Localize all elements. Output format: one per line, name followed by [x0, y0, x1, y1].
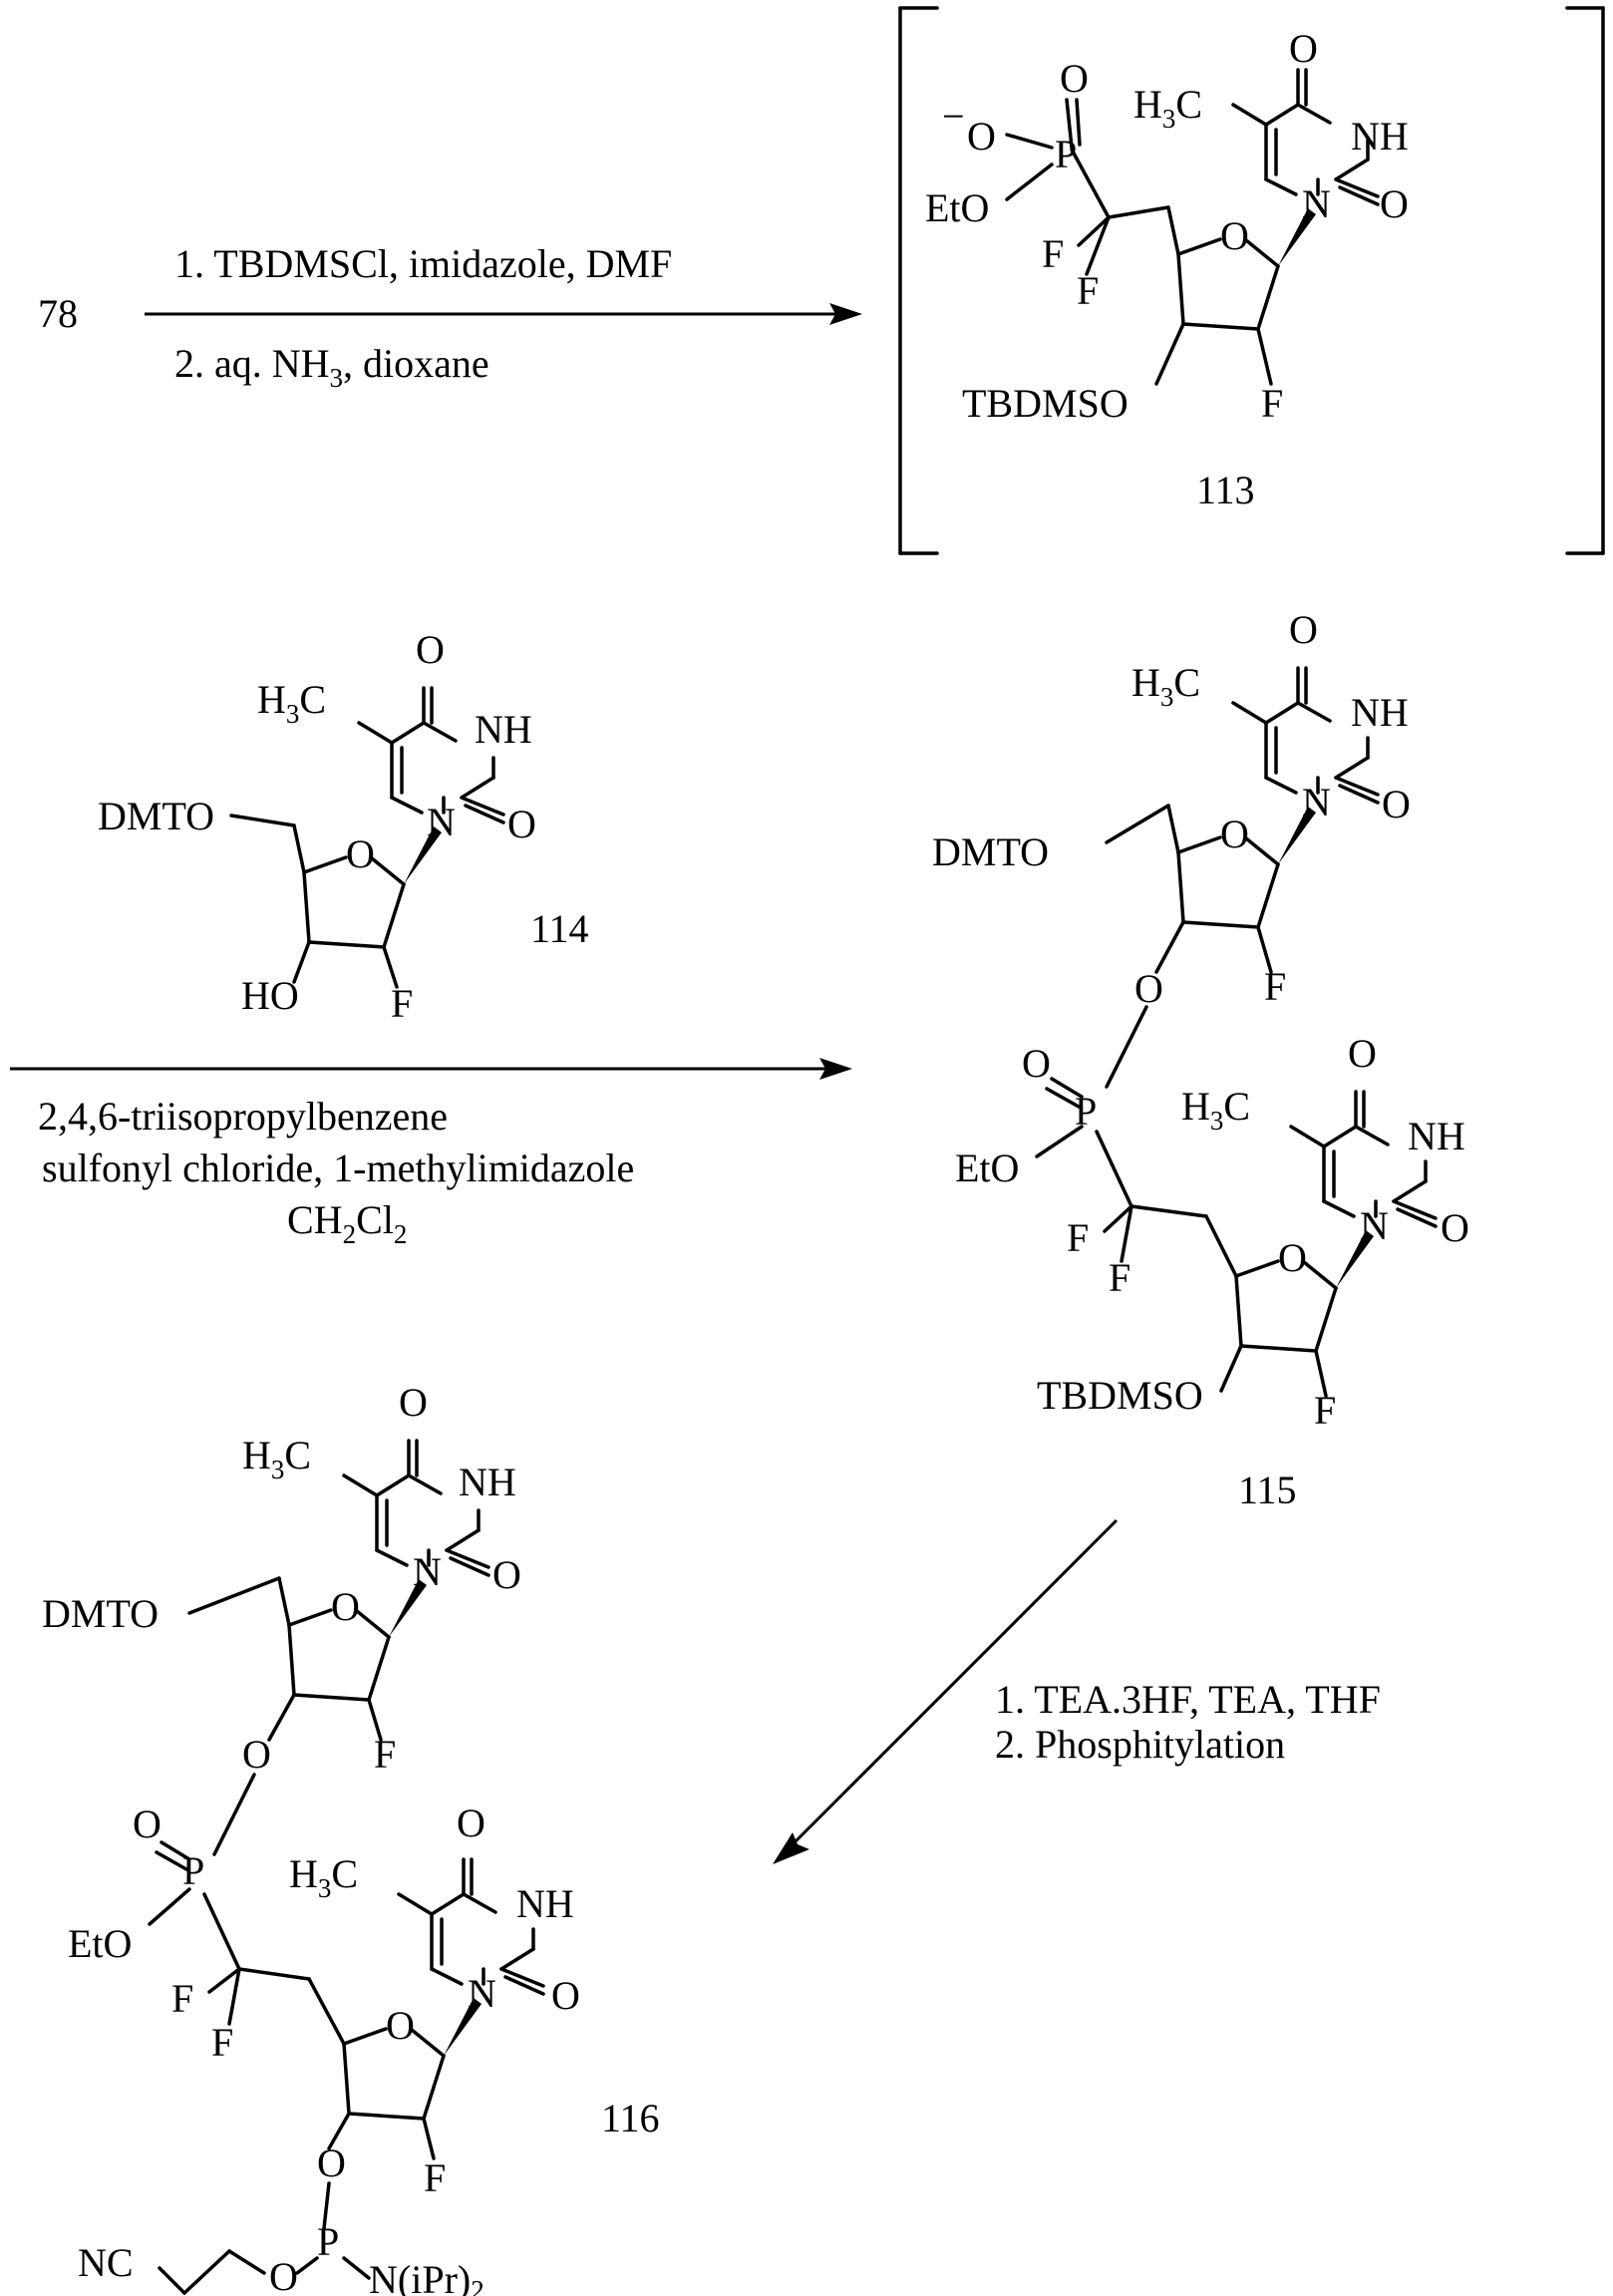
- atom-115-tbdmso: TBDMSO: [1037, 1373, 1203, 1418]
- atom-116-o2-top: O: [492, 1552, 521, 1597]
- atom-113-f2: F: [1077, 268, 1099, 313]
- atom-113-f-ring: F: [1261, 381, 1283, 426]
- atom-115-p-o: O: [1022, 1041, 1051, 1086]
- atom-115-methyl-top: H3C: [1131, 660, 1200, 712]
- atom-114-dmto: DMTO: [98, 794, 214, 838]
- compound-114-label: 114: [530, 906, 589, 951]
- atom-113-f1: F: [1042, 231, 1064, 276]
- atom-114-ho: HO: [241, 973, 299, 1018]
- atom-116-nh-top: NH: [459, 1460, 516, 1504]
- atom-116-f-bottom: F: [424, 2155, 446, 2200]
- atom-113-nh: NH: [1351, 114, 1409, 159]
- step2-line-3: CH2Cl2: [287, 1197, 407, 1249]
- atom-115-ring-o-top: O: [1220, 812, 1249, 856]
- atom-116-n1-bottom: N: [468, 1971, 496, 2016]
- atom-116-f-top: F: [374, 1732, 396, 1777]
- step3-line-2: 2. Phosphitylation: [995, 1722, 1285, 1767]
- atom-116-f2: F: [211, 2020, 233, 2065]
- atom-113-o4: O: [1289, 26, 1318, 71]
- step2-line-2: sulfonyl chloride, 1-methylimidazole: [42, 1146, 634, 1190]
- atom-116-eto: EtO: [68, 1921, 132, 1966]
- atom-116-n1-top: N: [413, 1549, 442, 1594]
- atom-116-methyl-bottom: H3C: [289, 1851, 358, 1903]
- atom-116-nc: NC: [78, 2240, 134, 2285]
- atom-115-f-top: F: [1264, 964, 1286, 1009]
- atom-115-o-link: O: [1134, 966, 1163, 1011]
- atom-113-ring-o: O: [1220, 213, 1249, 258]
- atom-115-f1: F: [1067, 1215, 1089, 1260]
- atom-116-p-o: O: [133, 1802, 161, 1846]
- step1-condition-2: 2. aq. NH3, dioxane: [174, 341, 489, 393]
- reaction-arrow-3-head: [773, 1832, 809, 1864]
- atom-115-o4-top: O: [1289, 607, 1318, 652]
- atom-113-o-top: O: [1060, 56, 1089, 101]
- atom-115-ring-o-bottom: O: [1278, 1235, 1307, 1280]
- atom-115-o2-bottom: O: [1441, 1205, 1469, 1250]
- atom-116-ring-o-top: O: [331, 1584, 360, 1629]
- atom-115-nh-top: NH: [1351, 690, 1409, 735]
- atom-113-o2: O: [1380, 181, 1409, 226]
- atom-113-p: P: [1055, 132, 1077, 176]
- compound-78-label: 78: [38, 291, 78, 336]
- atom-116-o4-bottom: O: [457, 1801, 485, 1845]
- step2-line-1: 2,4,6-triisopropylbenzene: [38, 1094, 448, 1139]
- atom-115-n1-top: N: [1302, 780, 1331, 824]
- atom-116-p-phosphite: P: [317, 2219, 339, 2264]
- atom-115-dmto: DMTO: [932, 829, 1049, 874]
- atom-115-f-bottom: F: [1314, 1388, 1336, 1433]
- atom-114-n1: N: [427, 800, 456, 844]
- atom-113-ominus-charge: −: [942, 94, 965, 139]
- atom-114-o4: O: [416, 627, 445, 672]
- atom-113-n1: N: [1302, 181, 1331, 226]
- atom-116-ring-o-bottom: O: [386, 2003, 415, 2048]
- atom-116-nh-bottom: NH: [516, 1881, 574, 1926]
- step3-line-1: 1. TEA.3HF, TEA, THF: [995, 1677, 1381, 1722]
- atom-115-methyl-bottom: H3C: [1181, 1084, 1250, 1136]
- atom-115-eto: EtO: [955, 1146, 1019, 1190]
- atom-116-o-link: O: [242, 1732, 271, 1777]
- atom-115-nh-bottom: NH: [1408, 1114, 1465, 1158]
- atom-113-eto: EtO: [925, 185, 989, 230]
- atom-114-methyl: H3C: [257, 677, 326, 729]
- atom-116-methyl-top: H3C: [242, 1433, 311, 1484]
- atom-114-f: F: [391, 981, 413, 1026]
- compound-113-label: 113: [1196, 468, 1255, 512]
- compound-115-label: 115: [1238, 1468, 1297, 1512]
- atom-115-o4-bottom: O: [1348, 1031, 1377, 1076]
- atom-116-niPr2: N(iPr)2: [369, 2257, 484, 2296]
- step1-condition-1: 1. TBDMSCl, imidazole, DMF: [174, 241, 672, 286]
- atom-113-tbdmso: TBDMSO: [962, 381, 1129, 426]
- atom-116-o4-top: O: [399, 1380, 428, 1425]
- atom-116-o2-bottom: O: [551, 1973, 580, 2018]
- atom-114-ring-o: O: [346, 831, 375, 876]
- atom-114-o2: O: [507, 802, 536, 846]
- atom-114-nh: NH: [475, 707, 532, 752]
- atom-116-p: P: [182, 1848, 204, 1893]
- compound-116-label: 116: [601, 2096, 660, 2140]
- atom-115-p: P: [1075, 1089, 1097, 1134]
- atom-116-f1: F: [171, 1976, 193, 2021]
- bracket-left: [900, 8, 937, 553]
- atom-115-f2: F: [1109, 1255, 1130, 1300]
- atom-116-o-cyanoethyl: O: [269, 2254, 298, 2296]
- atom-113-ominus: O: [967, 114, 996, 159]
- bracket-right: [1567, 8, 1603, 553]
- atom-115-o2-top: O: [1382, 782, 1411, 826]
- atom-113-methyl: H3C: [1133, 82, 1202, 134]
- atom-116-dmto: DMTO: [42, 1591, 159, 1636]
- atom-116-o-phosphite: O: [317, 2140, 346, 2185]
- atom-115-n1-bottom: N: [1360, 1203, 1389, 1248]
